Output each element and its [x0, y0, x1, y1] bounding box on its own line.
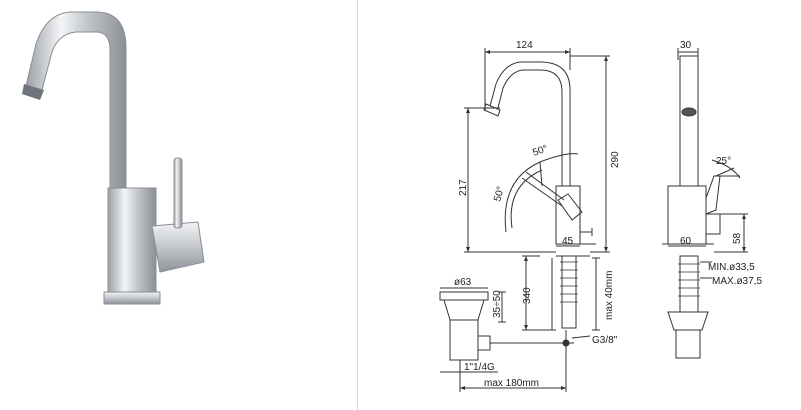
side-top-width: 30	[680, 40, 692, 51]
faucet-photo	[22, 11, 205, 305]
side-max-hole: MAX.ø37,5	[712, 276, 762, 287]
front-body-width: 45	[562, 236, 574, 247]
front-thread: G3/8"	[592, 335, 618, 346]
side-base-width: 60	[680, 236, 692, 247]
side-min-hole: MIN.ø33,5	[708, 262, 755, 273]
front-lever-angle-top: 50°	[531, 143, 549, 159]
front-spout-height: 217	[458, 179, 469, 196]
side-lever-height: 58	[732, 232, 743, 244]
front-lever-angle-side: 50°	[492, 185, 507, 202]
panel-divider	[357, 0, 358, 410]
drain-height-range: 35÷50	[492, 290, 503, 318]
front-below-deck: 340	[522, 287, 533, 304]
drain-max-rod: max 180mm	[484, 378, 539, 389]
front-total-height: 290	[610, 151, 621, 168]
side-lever-angle: 25°	[716, 156, 731, 167]
front-max-deck: max 40mm	[604, 271, 615, 320]
front-spout-reach: 124	[516, 40, 533, 51]
drain-outlet-thread: 1"1/4G	[464, 362, 495, 373]
drain-diameter: ø63	[454, 277, 472, 288]
